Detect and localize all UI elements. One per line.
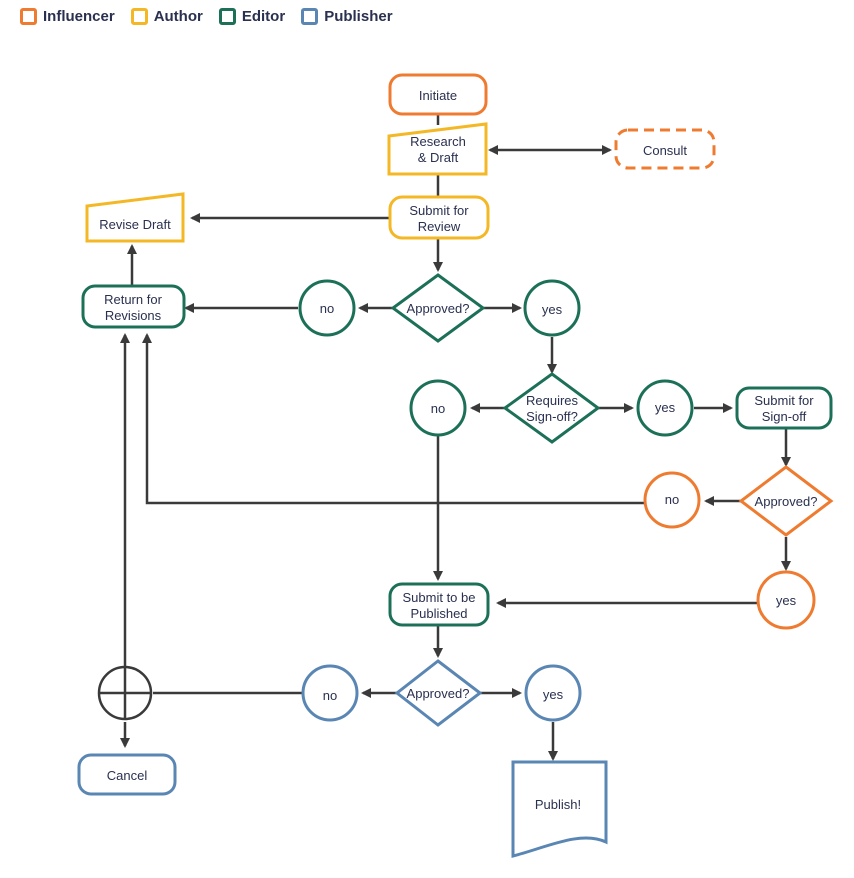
requires-label-line: Sign-off?: [526, 409, 578, 424]
approved1-label: Approved?: [407, 301, 470, 316]
submit-review-label-line: Submit for: [409, 203, 469, 218]
yes4-label: yes: [543, 687, 564, 702]
research-label-line: Research: [410, 134, 466, 149]
yes2-circle: [636, 379, 694, 437]
initiate-label: Initiate: [419, 88, 457, 103]
legend-swatch-author: [130, 8, 148, 25]
submit-publish-box: [388, 582, 490, 627]
publish-label: Publish!: [535, 797, 581, 812]
research-label: Research& Draft: [410, 134, 466, 165]
approved2-diamond: [738, 465, 834, 537]
approved3-label: Approved?: [407, 686, 470, 701]
approved3-label-line: Approved?: [407, 686, 470, 701]
consult-label-line: Consult: [643, 143, 687, 158]
legend: Influencer Author Editor Publisher: [20, 8, 393, 25]
revise-label: Revise Draft: [99, 217, 171, 232]
legend-item-editor: Editor: [218, 8, 286, 25]
yes2-label-line: yes: [655, 400, 676, 415]
no4-label-line: no: [323, 688, 337, 703]
no1-label: no: [320, 301, 334, 316]
legend-swatch-editor: [218, 8, 236, 25]
return-revisions-label-line: Revisions: [105, 308, 162, 323]
legend-swatch-publisher: [301, 8, 319, 25]
yes4-circle: [524, 664, 582, 722]
legend-label-author: Author: [153, 8, 203, 25]
yes3-label: yes: [776, 593, 797, 608]
no3-circle: [643, 471, 701, 529]
legend-item-influencer: Influencer: [20, 8, 115, 25]
legend-label-editor: Editor: [241, 8, 286, 25]
approved3-diamond: [394, 659, 483, 727]
approved1-diamond: [390, 273, 486, 343]
consult-box: [614, 128, 716, 170]
requires-diamond: [502, 372, 601, 444]
publish-document: [511, 760, 608, 858]
yes2-label: yes: [655, 400, 676, 415]
cancel-label-line: Cancel: [107, 768, 148, 783]
no3-label: no: [665, 492, 679, 507]
or-junction: [97, 665, 153, 721]
legend-label-publisher: Publisher: [324, 8, 393, 25]
research-box: [387, 122, 488, 176]
connectors: [120, 114, 791, 761]
initiate-box: [388, 73, 488, 116]
no3-label-line: no: [665, 492, 679, 507]
submit-signoff-box: [735, 386, 833, 430]
legend-item-publisher: Publisher: [301, 8, 393, 25]
submit-signoff-label-line: Submit for: [754, 393, 814, 408]
legend-label-influencer: Influencer: [43, 8, 115, 25]
no1-label-line: no: [320, 301, 334, 316]
cancel-label: Cancel: [107, 768, 148, 783]
submit-publish-label-line: Published: [410, 606, 467, 621]
yes3-circle: [756, 570, 816, 630]
no4-circle: [301, 664, 359, 722]
cancel-box: [77, 753, 177, 796]
submit-signoff-label-line: Sign-off: [762, 409, 807, 424]
submit-review-box: [388, 195, 490, 240]
return-revisions-label-line: Return for: [104, 292, 162, 307]
approved2-label-line: Approved?: [755, 494, 818, 509]
legend-item-author: Author: [130, 8, 203, 25]
approved2-label: Approved?: [755, 494, 818, 509]
no1-circle: [298, 279, 356, 337]
edge-no3-return: [142, 333, 644, 505]
submit-publish-label-line: Submit to be: [403, 590, 476, 605]
return-revisions-box: [81, 284, 186, 329]
approved1-label-line: Approved?: [407, 301, 470, 316]
requires-label-line: Requires: [526, 393, 579, 408]
yes1-circle: [523, 279, 581, 337]
yes1-label: yes: [542, 302, 563, 317]
revise-draft-box: [85, 192, 185, 243]
revise-label-line: Revise Draft: [99, 217, 171, 232]
no2-label-line: no: [431, 401, 445, 416]
no4-label: no: [323, 688, 337, 703]
research-label-line: & Draft: [418, 150, 459, 165]
submit-review-label-line: Review: [418, 219, 461, 234]
publish-label-line: Publish!: [535, 797, 581, 812]
yes4-label-line: yes: [543, 687, 564, 702]
yes1-label-line: yes: [542, 302, 563, 317]
no2-circle: [409, 379, 467, 437]
initiate-label-line: Initiate: [419, 88, 457, 103]
yes3-label-line: yes: [776, 593, 797, 608]
no2-label: no: [431, 401, 445, 416]
legend-swatch-influencer: [20, 8, 37, 25]
consult-label: Consult: [643, 143, 687, 158]
